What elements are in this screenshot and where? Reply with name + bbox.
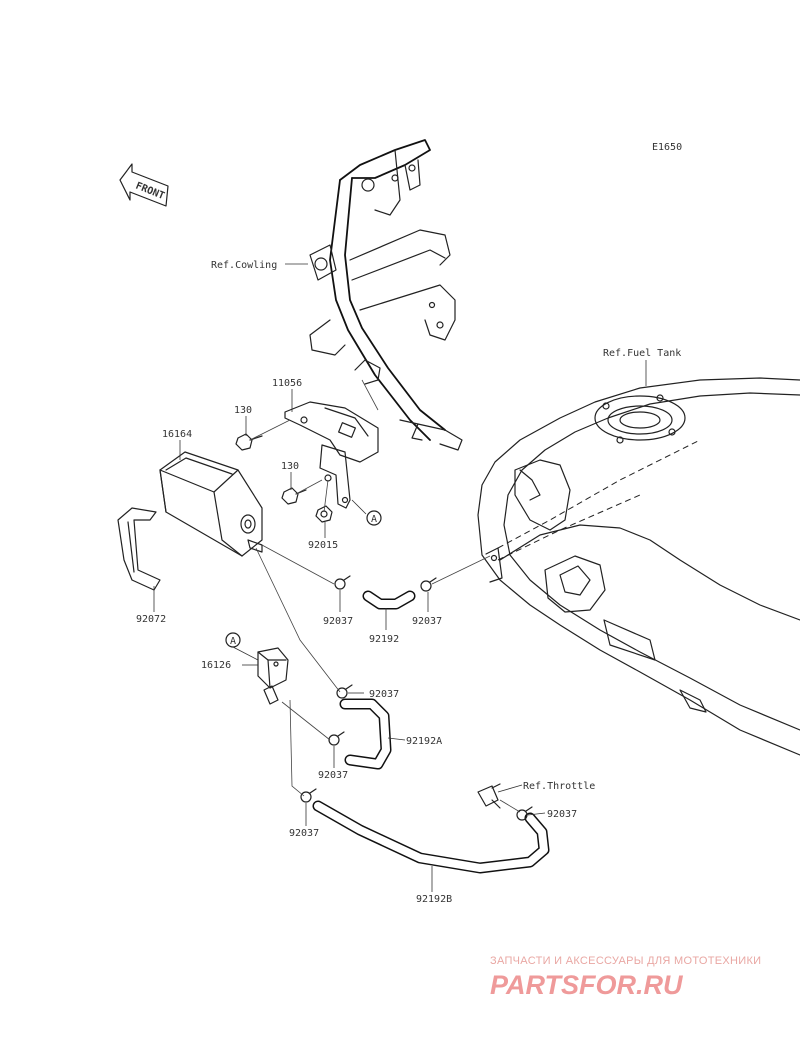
part-label-92037-2: 92037 [412,616,442,627]
diagram-code: E1650 [652,142,682,153]
front-arrow-icon: FRONT [119,163,169,207]
part-label-92072: 92072 [136,614,166,625]
watermark-brand: PARTSFOR.RU [490,970,683,1000]
part-label-92192A: 92192A [406,736,442,747]
part-label-92037-4: 92037 [318,770,348,781]
part-label-92037-3: 92037 [369,689,399,700]
watermark-caption: ЗАПЧАСТИ И АКСЕССУАРЫ ДЛЯ МОТОТЕХНИКИ [490,955,762,967]
canister-16164 [159,451,263,557]
frame-bracket [309,139,463,451]
part-label-92015: 92015 [308,540,338,551]
marker-a-lower-label: A [230,636,236,647]
part-label-130-lower: 130 [281,461,299,472]
clamp-92037-1-icon [334,575,351,590]
ref-fuel-tank-label: Ref.Fuel Tank [603,348,681,359]
valve-16126 [257,647,289,705]
ref-cowling-label: Ref.Cowling [211,260,277,271]
clamp-92037-5-icon [300,788,317,803]
marker-a-upper: A [366,510,382,526]
part-label-92192: 92192 [369,634,399,645]
throttle-fitting [477,783,501,809]
marker-a-upper-label: A [371,514,377,525]
part-label-92037-6: 92037 [547,809,577,820]
hose-92192 [362,590,416,610]
part-label-92037-5: 92037 [289,828,319,839]
bracket-11056 [284,401,379,509]
part-label-92037-1: 92037 [323,616,353,627]
part-label-11056: 11056 [272,378,302,389]
bolt-130-top-icon [235,433,263,451]
nut-92015-icon [315,505,333,523]
hose-92192A [339,698,392,770]
leader-lines [153,263,647,892]
assembly-lines [249,379,521,813]
part-label-92192B: 92192B [416,894,452,905]
ref-throttle-label: Ref.Throttle [523,781,595,792]
part-label-16164: 16164 [162,429,192,440]
hose-92192B [312,800,550,874]
part-label-16126: 16126 [201,660,231,671]
part-label-130-top: 130 [234,405,252,416]
clamp-92037-3-icon [336,684,353,699]
marker-a-lower: A [225,632,241,648]
holder-92072 [117,507,161,591]
fuel-tank [477,377,800,756]
clamp-92037-4-icon [328,731,345,746]
clamp-92037-6-icon [516,806,533,821]
clamp-92037-2-icon [420,577,437,592]
